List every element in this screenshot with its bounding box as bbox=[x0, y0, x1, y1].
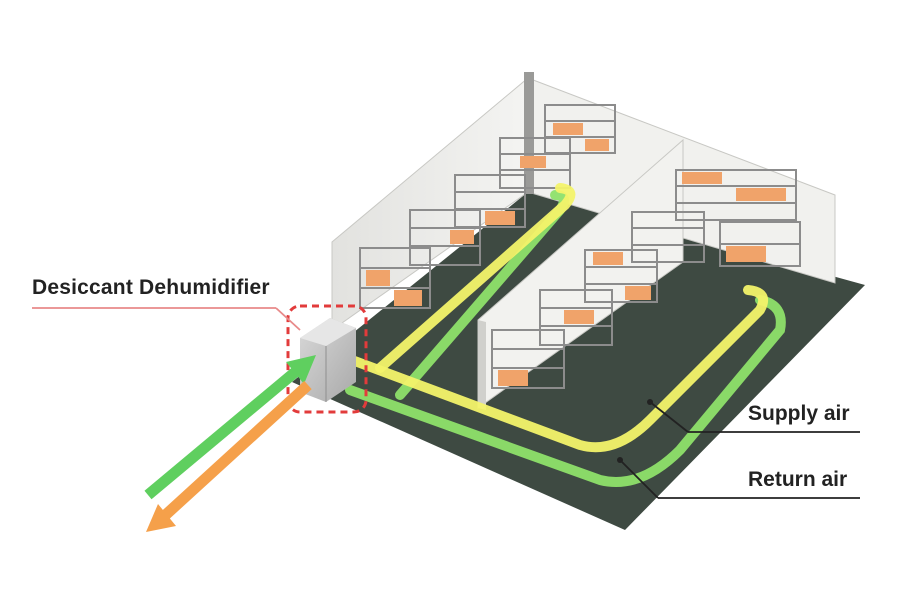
callout-supply-air bbox=[647, 399, 860, 433]
partition-wall-edge bbox=[478, 320, 486, 410]
return-air-label: Return air bbox=[748, 468, 848, 491]
storage-rack-icon bbox=[675, 169, 797, 221]
supply-air-flow bbox=[347, 285, 768, 453]
storage-rack-icon bbox=[491, 329, 565, 389]
storage-rack-icon bbox=[359, 247, 431, 309]
dehumidifier-label: Desiccant Dehumidifier bbox=[32, 276, 270, 299]
rack-group-left bbox=[359, 104, 616, 309]
rack-group-right bbox=[491, 169, 801, 389]
warehouse-floor bbox=[292, 192, 865, 530]
callout-return-air bbox=[617, 457, 860, 499]
dehumidifier-highlight-box bbox=[286, 304, 368, 414]
storage-rack-icon bbox=[454, 174, 526, 228]
storage-rack-icon bbox=[631, 211, 705, 263]
corner-pillar bbox=[524, 72, 534, 194]
callout-dehumidifier bbox=[32, 307, 301, 331]
exhaust-air-arrow bbox=[146, 380, 312, 532]
supply-air-flow-left-aisle bbox=[375, 183, 576, 373]
return-air-flow bbox=[345, 295, 786, 487]
dehumidifier-unit-icon bbox=[300, 318, 356, 402]
outside-air-arrow bbox=[144, 355, 316, 500]
storage-rack-icon bbox=[584, 249, 658, 303]
supply-air-label: Supply air bbox=[748, 402, 850, 425]
storage-rack-icon bbox=[539, 289, 613, 346]
storage-rack-icon bbox=[719, 221, 801, 267]
storage-rack-icon bbox=[544, 104, 616, 154]
